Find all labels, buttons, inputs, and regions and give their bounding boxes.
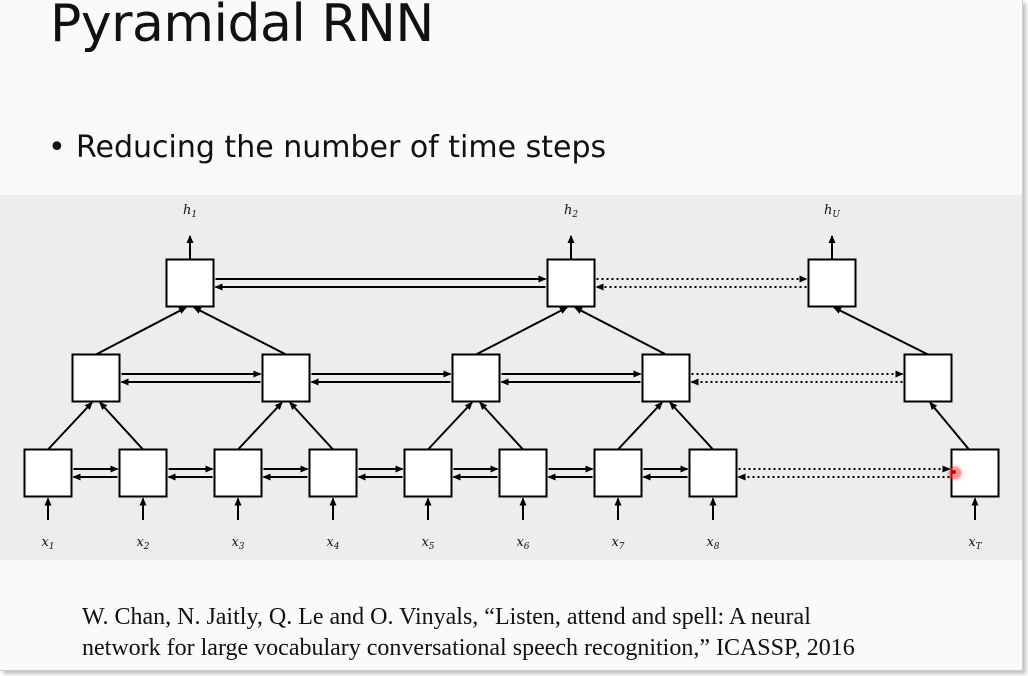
layer2-to-layer3-arrow: [95, 306, 187, 356]
layer2-to-layer3-arrow: [193, 306, 287, 356]
bullet-text: Reducing the number of time steps: [76, 130, 607, 165]
layer3-cell: [546, 258, 596, 308]
input-label: x4: [326, 535, 339, 552]
pyramidal-rnn-diagram: x1 x2 x3 x4 x5 x6 x7 x8 xT h1 h2 hU: [0, 195, 1022, 560]
layer2-cell: [903, 353, 953, 403]
output-label: h1: [183, 203, 197, 220]
layer2-cell: [71, 353, 121, 403]
layer2-cell: [451, 353, 501, 403]
layer2-cell: [641, 353, 691, 403]
layer2-to-layer3-arrow: [475, 306, 568, 356]
bullet-item: • Reducing the number of time steps: [48, 130, 606, 165]
citation: W. Chan, N. Jaitly, Q. Le and O. Vinyals…: [82, 602, 1002, 664]
output-label: hU: [824, 203, 840, 220]
slide-title: Pyramidal RNN: [50, 0, 434, 54]
layer3-cell: [807, 258, 857, 308]
layer2-to-layer3-arrow: [833, 306, 929, 356]
layer1-to-layer2-arrow: [479, 401, 524, 451]
citation-line-2: network for large vocabulary conversatio…: [82, 635, 855, 661]
layer1-cell: [498, 448, 548, 498]
layer1-to-layer2-arrow: [929, 401, 970, 451]
layer1-cell: [688, 448, 738, 498]
input-label: x5: [421, 535, 434, 552]
layer1-to-layer2-arrow: [47, 401, 93, 451]
diagram-canvas: x1 x2 x3 x4 x5 x6 x7 x8 xT h1 h2 hU: [23, 203, 1000, 552]
input-label: x7: [611, 535, 624, 552]
layer1-cell: [213, 448, 263, 498]
layer1-to-layer2-arrow: [669, 401, 714, 451]
layer1-cell: [118, 448, 168, 498]
layer1-cell: [23, 448, 73, 498]
layer2-to-layer3-arrow: [574, 306, 667, 356]
layer1-cell: [308, 448, 358, 498]
layer1-cell: [593, 448, 643, 498]
layer1-to-layer2-arrow: [289, 401, 334, 451]
input-label: x2: [136, 535, 149, 552]
output-label: h2: [564, 203, 578, 220]
input-label: x1: [41, 535, 54, 552]
layer2-cell: [261, 353, 311, 403]
input-label: x6: [516, 535, 529, 552]
input-label: x3: [231, 535, 244, 552]
layer3-cell: [165, 258, 215, 308]
bullet-marker: •: [48, 130, 66, 165]
layer1-cell: [403, 448, 453, 498]
layer1-to-layer2-arrow: [237, 401, 283, 451]
layer1-to-layer2-arrow: [427, 401, 473, 451]
input-label: xT: [968, 535, 982, 552]
citation-line-1: W. Chan, N. Jaitly, Q. Le and O. Vinyals…: [82, 604, 811, 630]
input-label: x8: [706, 535, 719, 552]
layer1-to-layer2-arrow: [99, 401, 144, 451]
layer1-to-layer2-arrow: [617, 401, 663, 451]
laser-pointer-dot: [949, 467, 961, 479]
